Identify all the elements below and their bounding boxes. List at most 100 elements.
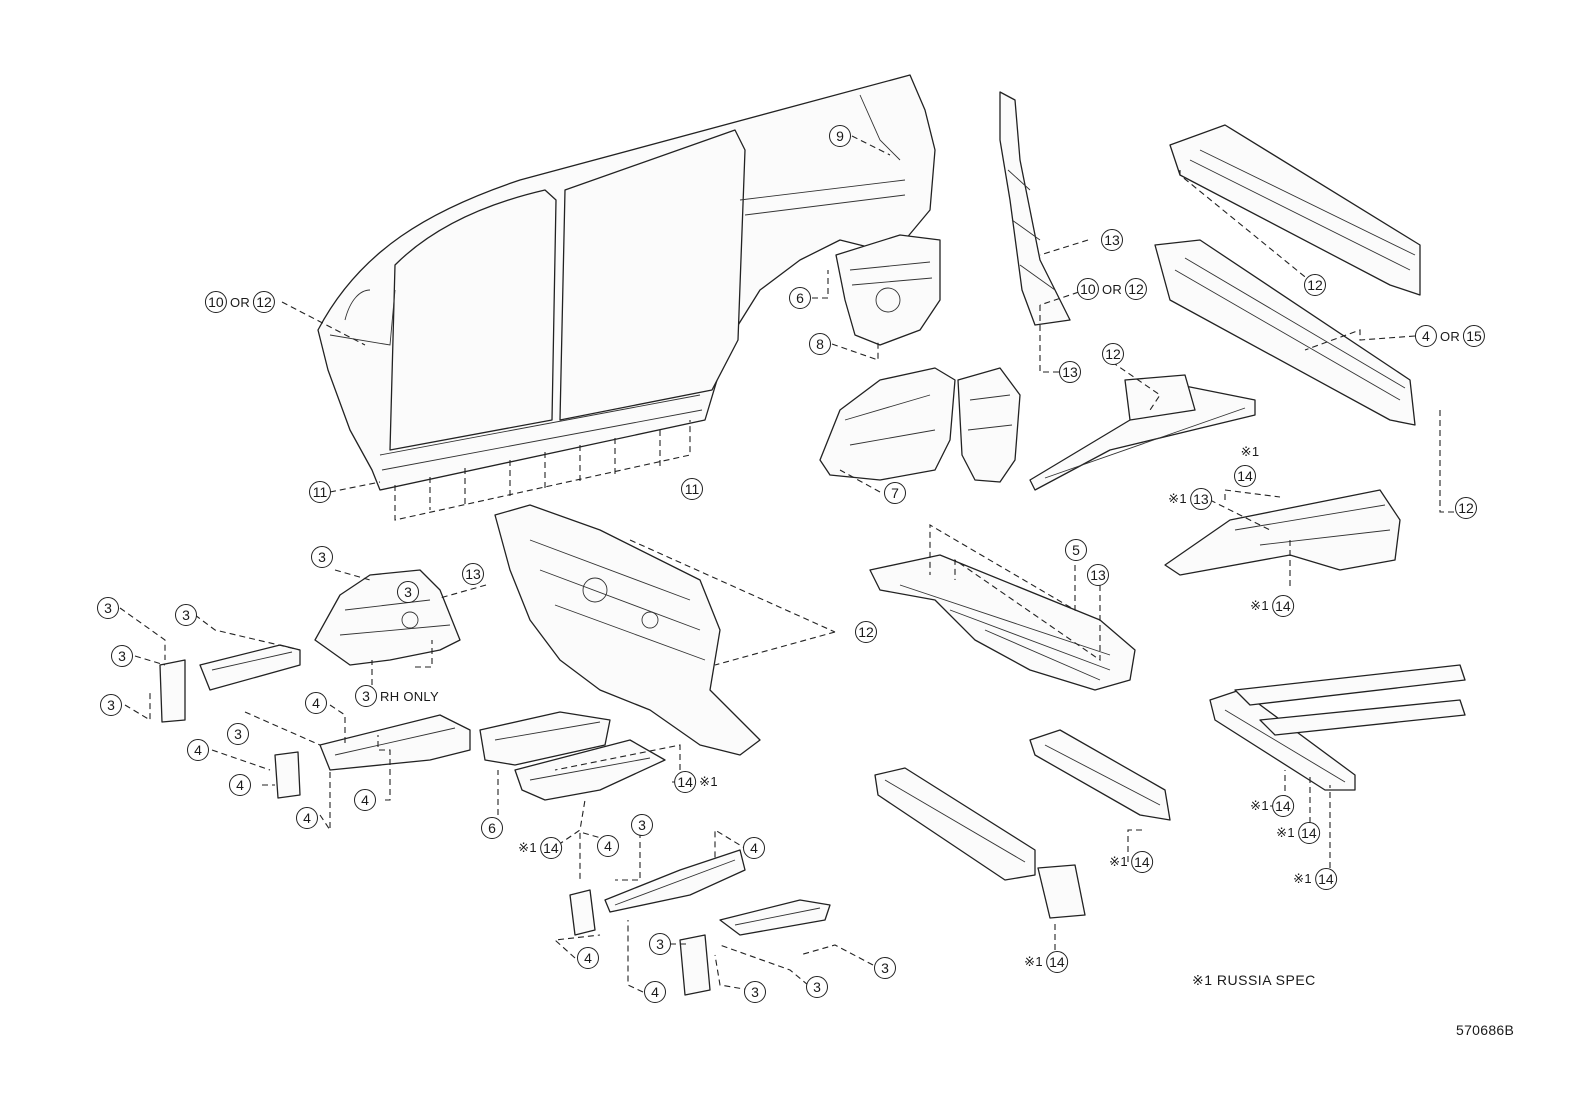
part-number: 13: [1189, 488, 1212, 510]
part-number: 4: [229, 774, 251, 796]
part-callout: 3: [111, 645, 133, 667]
callout-spec-mark: ※1: [1024, 954, 1043, 969]
part-callout: 3: [649, 933, 671, 955]
part-number: 3: [100, 694, 122, 716]
part-callout: 4: [743, 837, 765, 859]
part-callout: 13: [1059, 361, 1081, 383]
part-callout: 4: [644, 981, 666, 1003]
callout-spec-mark: ※1: [1168, 491, 1187, 506]
part-callout: 12: [1304, 274, 1326, 296]
part-callout: 7: [884, 482, 906, 504]
part-number: 12: [1304, 274, 1326, 296]
part-number: 14: [1234, 465, 1256, 487]
part-number: 14: [1297, 822, 1320, 844]
front-floor-pan: [869, 554, 1136, 691]
part-callout: 4: [597, 835, 619, 857]
front-floor-cross-member: [569, 849, 746, 936]
part-callout: 9: [829, 125, 851, 147]
part-callout: 4: [229, 774, 251, 796]
part-number: 3: [175, 604, 197, 626]
front-side-member-upper: [159, 644, 301, 723]
part-callout: 3: [631, 814, 653, 836]
part-number: 12: [1455, 497, 1477, 519]
rear-floor-pan-assembly: [1164, 489, 1401, 576]
part-number: 5: [1065, 539, 1087, 561]
part-callout: 6: [481, 817, 503, 839]
callout-suffix: RH ONLY: [380, 688, 439, 704]
part-number: 9: [829, 125, 851, 147]
part-callout: 12: [1102, 343, 1124, 365]
part-callout: 3: [311, 546, 333, 568]
part-number: 3: [744, 981, 766, 1003]
part-number: 11: [309, 481, 331, 503]
part-callout: 4: [305, 692, 327, 714]
callout-or-text: OR: [1439, 328, 1461, 344]
part-number: 6: [481, 817, 503, 839]
floor-tunnel-member: [874, 767, 1086, 919]
part-callout: 4: [187, 739, 209, 761]
part-number: 13: [462, 563, 484, 585]
part-number: 13: [1087, 564, 1109, 586]
part-number: 4: [296, 807, 318, 829]
part-callout: 4: [577, 947, 599, 969]
part-callout: 12: [1455, 497, 1477, 519]
part-callout: ※1: [1241, 444, 1260, 460]
part-number-alt: 12: [253, 291, 276, 313]
callout-or-text: OR: [1101, 281, 1123, 297]
part-callout: 12: [855, 621, 877, 643]
callout-spec-mark: ※1: [1293, 871, 1312, 886]
part-callout: 8: [809, 333, 831, 355]
part-number: 13: [1059, 361, 1081, 383]
callout-spec-mark: ※1: [1250, 798, 1269, 813]
part-number: 3: [227, 723, 249, 745]
part-callout: 14: [1234, 465, 1256, 487]
part-number: 14: [1314, 868, 1337, 890]
part-callout: 13: [1087, 564, 1109, 586]
part-number-alt: 12: [1125, 278, 1148, 300]
part-callout: 3: [397, 581, 419, 603]
part-number: 14: [1271, 595, 1294, 617]
part-callout: 11: [681, 478, 703, 500]
wheel-house-inner: [819, 367, 1021, 483]
part-callout: 11: [309, 481, 331, 503]
part-callout: 4: [296, 807, 318, 829]
part-callout: 3: [175, 604, 197, 626]
part-number: 8: [809, 333, 831, 355]
dash-panel: [494, 504, 761, 756]
callout-spec-mark: ※1: [1109, 854, 1128, 869]
callout-suffix: ※1: [699, 774, 718, 789]
callout-spec-mark: ※1: [518, 840, 537, 855]
part-callout: 5: [1065, 539, 1087, 561]
part-callout: 3: [744, 981, 766, 1003]
part-number: 3: [397, 581, 419, 603]
callout-spec-mark: ※1: [1250, 598, 1269, 613]
part-number: 4: [597, 835, 619, 857]
part-number: 3: [874, 957, 896, 979]
center-floor-cross-member: [1029, 729, 1171, 821]
russia-spec-note: ※1 RUSSIA SPEC: [1192, 972, 1316, 988]
rear-floor-side-rail-set: [1209, 664, 1466, 791]
part-number: 3: [111, 645, 133, 667]
part-number: 4: [187, 739, 209, 761]
part-number: 3: [631, 814, 653, 836]
body-side-outer-panel: [317, 74, 936, 491]
part-number: 13: [1101, 229, 1123, 251]
part-callout: 3: [806, 976, 828, 998]
part-number: 12: [855, 621, 877, 643]
part-number: 14: [674, 771, 697, 793]
part-number: 3: [806, 976, 828, 998]
part-number: 4: [743, 837, 765, 859]
part-number: 10: [1076, 278, 1099, 300]
part-number: 11: [681, 478, 703, 500]
part-number: 3: [355, 685, 378, 707]
part-number: 4: [354, 789, 376, 811]
part-number: 4: [577, 947, 599, 969]
